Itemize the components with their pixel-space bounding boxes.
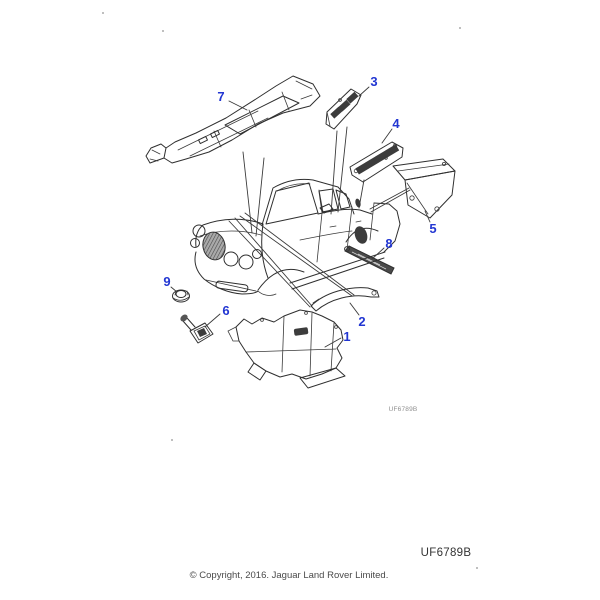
callout-5: 5	[429, 221, 436, 236]
car-illustration	[190, 178, 401, 296]
diagram-code: UF6789B	[421, 547, 472, 559]
headlight	[252, 249, 262, 259]
part-3-ribbed-heatshield	[325, 88, 362, 130]
callout-7: 7	[217, 89, 224, 104]
part-7-tunnel-insulation-panel	[145, 75, 321, 164]
callout-2: 2	[358, 314, 365, 329]
part-5-folded-shield-panel	[392, 158, 456, 219]
callout-4: 4	[392, 116, 400, 131]
windshield	[265, 182, 319, 225]
diagram-code-watermark: UF6789B	[389, 406, 418, 413]
front-wheel-arch	[257, 268, 305, 291]
page-artifacts	[102, 12, 478, 569]
side-mirror	[319, 203, 334, 214]
callouts: 1 2 3 4 5 6 7 8 9	[163, 74, 437, 348]
rear-wheel-opening	[354, 226, 368, 244]
copyright-notice: © Copyright, 2016. Jaguar Land Rover Lim…	[190, 570, 389, 581]
part-1-dash-insulation-panel	[227, 309, 346, 389]
part-9-flange-nut	[172, 289, 190, 303]
callout-6: 6	[222, 303, 229, 318]
part-2-cowl-strip	[310, 287, 380, 312]
callout-1: 1	[343, 329, 350, 344]
part-6-fastener-clip	[180, 314, 214, 344]
front-door-window	[318, 188, 339, 213]
headlight	[223, 251, 239, 267]
headlight	[238, 254, 254, 270]
part-4-ribbed-heatshield	[349, 141, 404, 183]
leader-lines	[228, 126, 411, 308]
callout-9: 9	[163, 274, 170, 289]
headlight	[190, 238, 200, 248]
grille	[202, 231, 226, 261]
callout-3: 3	[370, 74, 377, 89]
callout-8: 8	[385, 236, 392, 251]
headlight	[192, 224, 206, 238]
rear-door-window	[335, 189, 351, 210]
